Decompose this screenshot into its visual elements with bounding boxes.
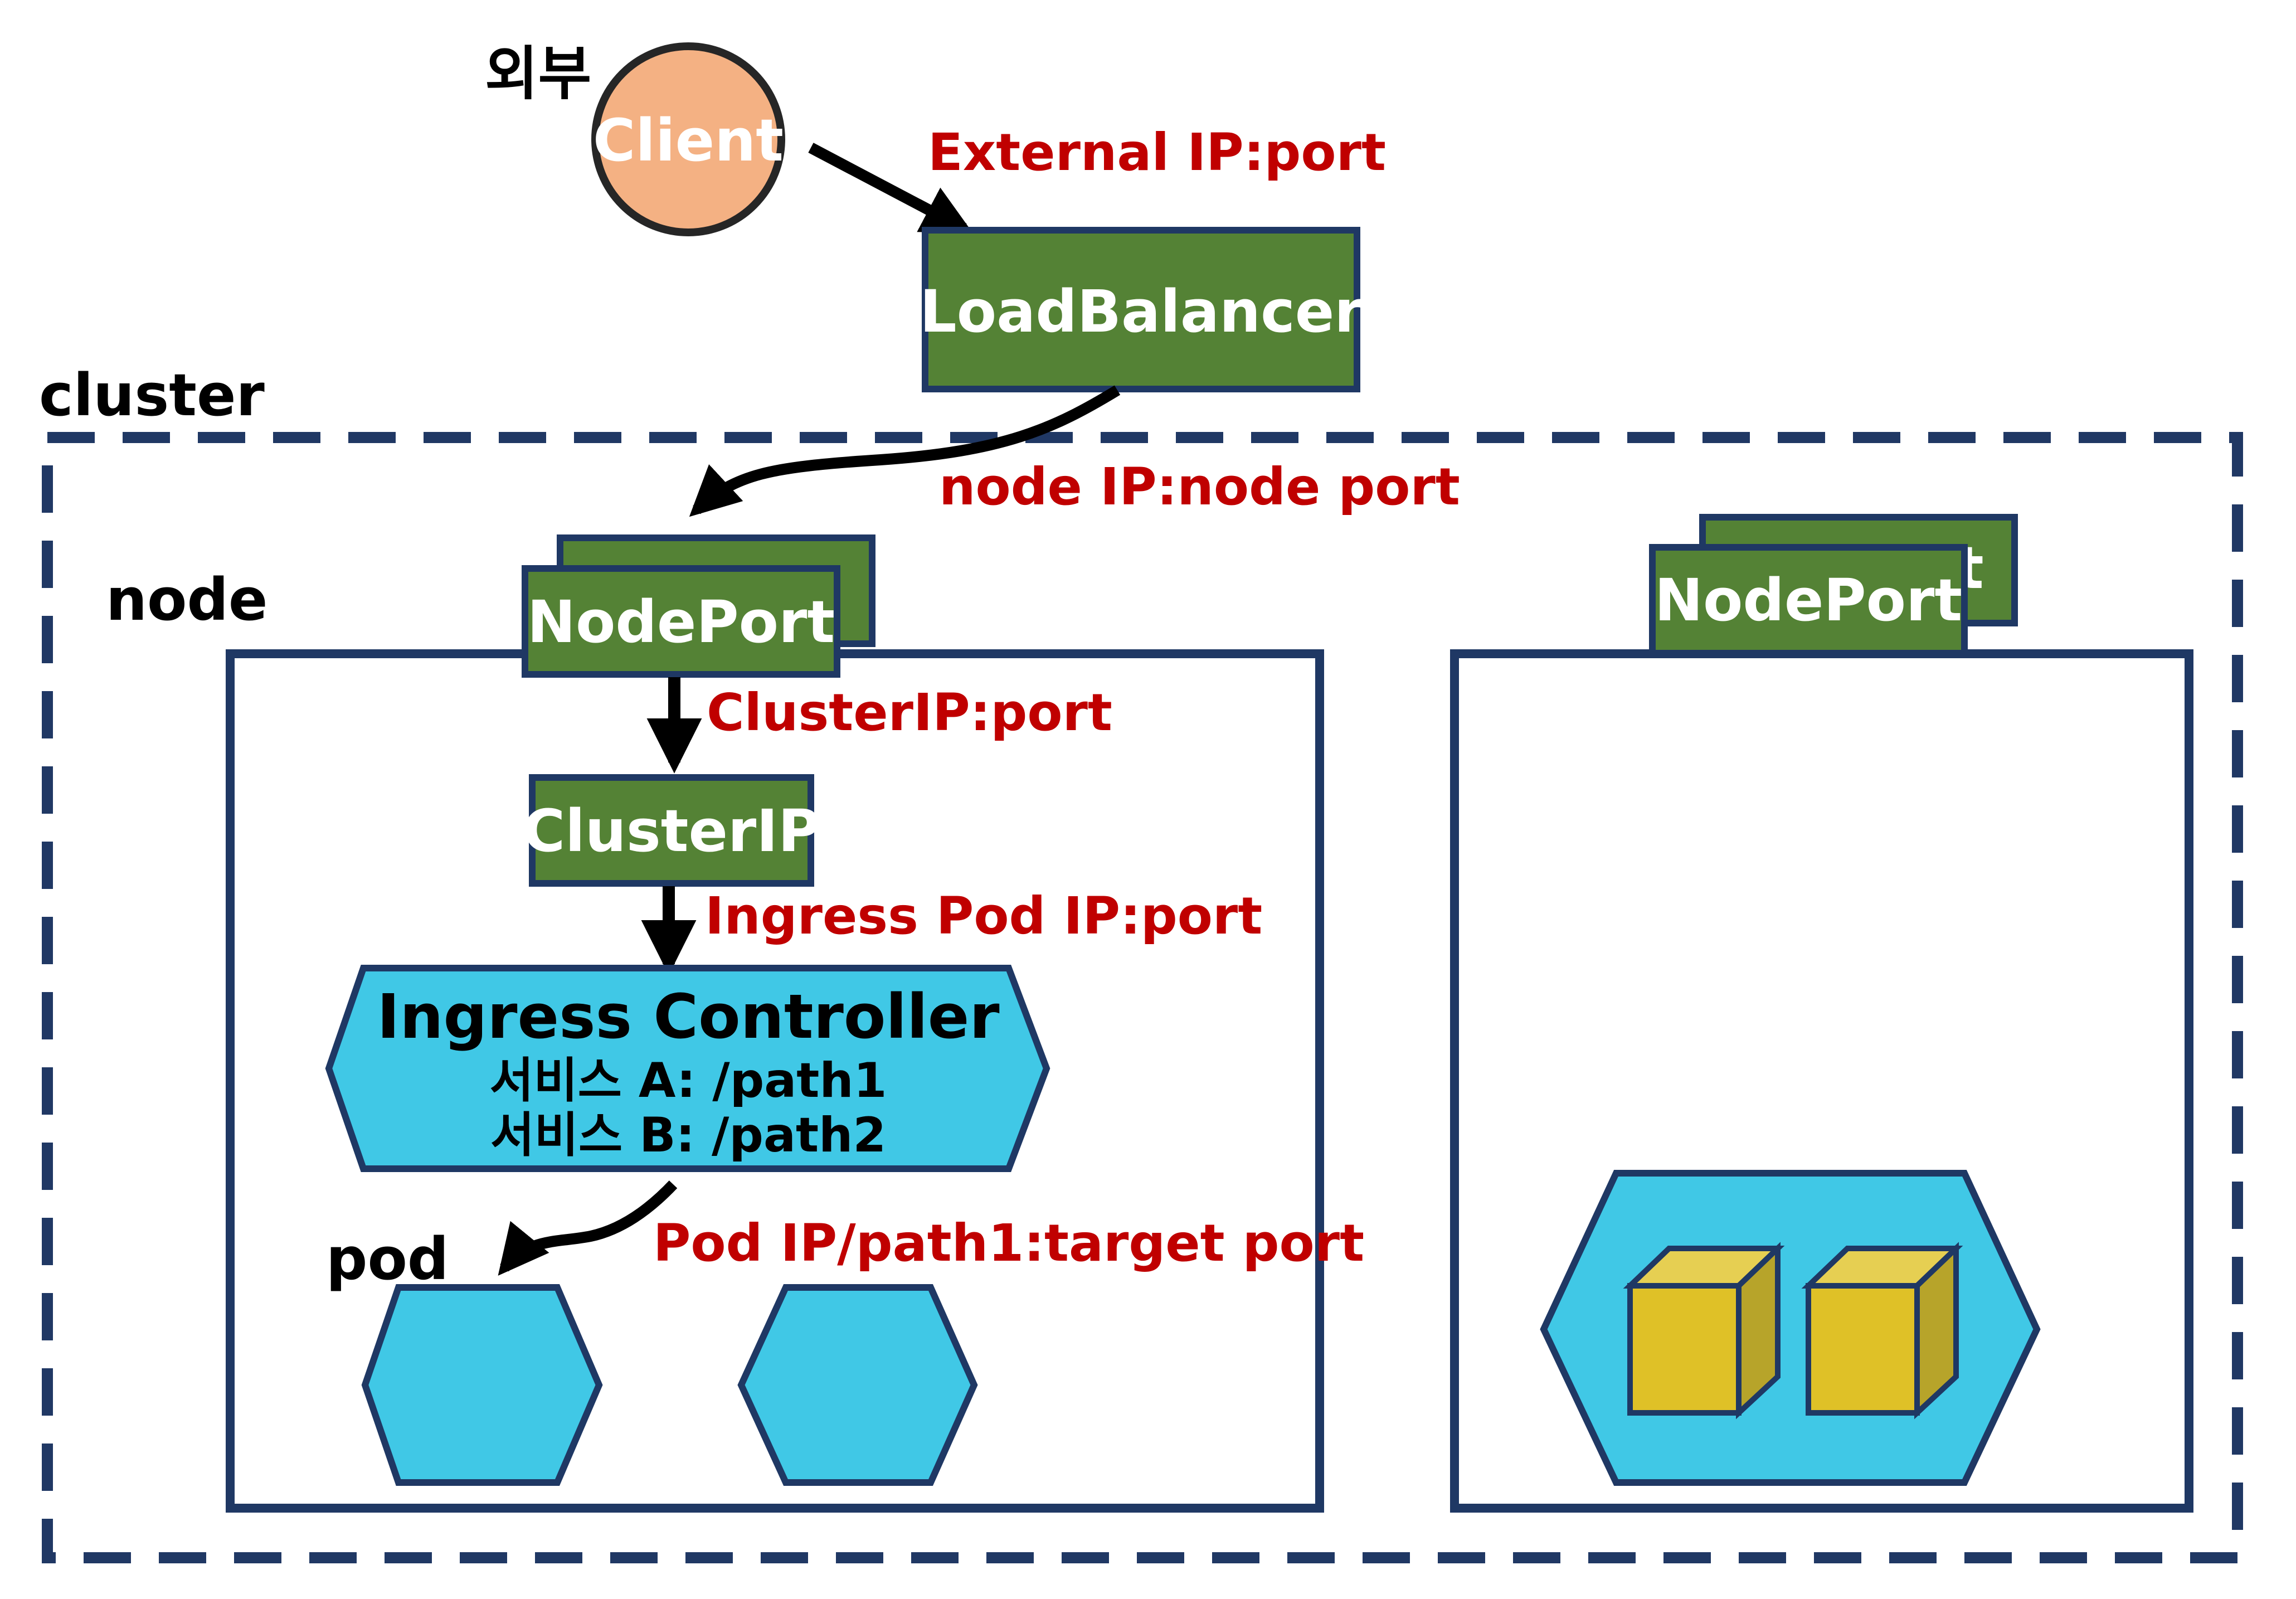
nodeport-right-front <box>1649 544 1968 657</box>
ingress-controller: Ingress Controller 서비스 A: /path1 서비스 B: … <box>325 965 1050 1172</box>
arrow-lb-to-nodeport <box>689 385 1121 517</box>
ingress-controller-shape <box>325 965 1050 1172</box>
arrow-label-node: node IP:node port <box>939 457 1460 517</box>
container-cube-2 <box>1801 1242 1963 1420</box>
nodeport-left-front <box>522 565 840 678</box>
pod-with-containers <box>1540 1170 2041 1486</box>
nodeport-left-label: NodePort <box>527 588 835 656</box>
external-label: 외부 <box>485 40 591 108</box>
cluster-ip: ClusterIP <box>523 774 820 887</box>
ingress-rule-a: 서비스 A: /path1 <box>490 1053 887 1109</box>
client-node: Client <box>591 42 785 236</box>
arrow-label-ingress: Ingress Pod IP:port <box>705 886 1262 946</box>
client-label: Client <box>593 106 784 174</box>
pod-hexagon-right <box>1540 1170 2041 1486</box>
load-balancer: LoadBalancer <box>920 227 1363 392</box>
arrow-client-to-lb <box>808 143 973 234</box>
ingress-rule-b: 서비스 B: /path2 <box>490 1107 886 1163</box>
pod-hexagon-2 <box>737 1284 978 1486</box>
arrow-ingress-to-pod <box>498 1180 678 1276</box>
nodeport-right-label: NodePort <box>1655 566 1962 634</box>
pod-hexagon-1 <box>361 1284 603 1486</box>
cluster-ip-box <box>529 774 814 887</box>
pod-label: pod <box>326 1225 449 1293</box>
node-label: node <box>106 566 267 634</box>
cluster-ip-label: ClusterIP <box>523 797 820 865</box>
nodeport-right: t NodePort <box>1649 514 2018 657</box>
load-balancer-box <box>922 227 1360 392</box>
client-circle <box>591 42 785 236</box>
cluster-boundary <box>42 432 2243 1563</box>
arrow-label-pod: Pod IP/path1:target port <box>653 1213 1364 1273</box>
nodeport-left: NodePort <box>522 534 875 678</box>
container-cube-1 <box>1623 1242 1785 1420</box>
arrow-label-external: External IP:port <box>928 123 1386 182</box>
ingress-controller-title: Ingress Controller <box>377 981 999 1052</box>
load-balancer-label: LoadBalancer <box>920 278 1363 346</box>
arrow-label-cluster: ClusterIP:port <box>707 683 1112 742</box>
cluster-label: cluster <box>39 361 265 429</box>
